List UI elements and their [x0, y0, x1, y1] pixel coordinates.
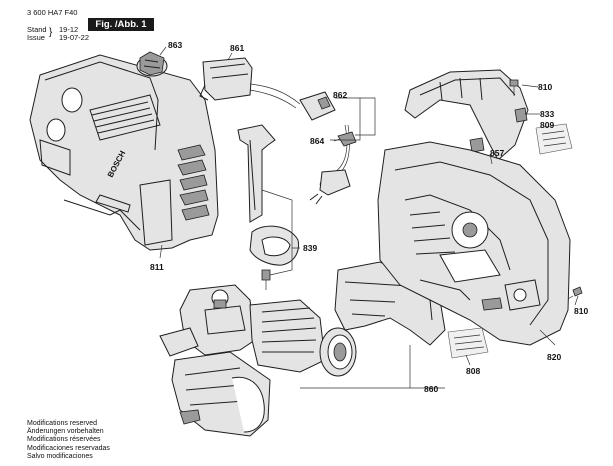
housing-rear-820 [377, 141, 571, 346]
part-number: 3 600 HA7 F40 [27, 8, 78, 17]
footer-line-fr: Modifications réservées [27, 436, 101, 444]
callout-861: 861 [230, 43, 245, 53]
callout-808: 808 [466, 366, 481, 376]
callout-839: 839 [303, 243, 318, 253]
callout-860: 860 [424, 384, 439, 394]
figure-label: Fig. /Abb. 1 [88, 18, 154, 31]
stand-value: 19-12 [59, 25, 79, 34]
callout-810-top: 810 [538, 82, 553, 92]
callout-863: 863 [168, 40, 183, 50]
clip-864 [337, 131, 357, 147]
footer-line-es2: Salvo modificaciones [27, 452, 93, 460]
pump-assembly-860 [159, 284, 357, 437]
callout-820: 820 [547, 352, 562, 362]
header-brace: } [49, 27, 53, 38]
label-809 [535, 123, 573, 155]
callout-864: 864 [310, 136, 325, 146]
label-808 [447, 327, 489, 359]
issue-value: 19-07-22 [59, 33, 90, 42]
callout-811: 811 [150, 262, 164, 272]
issue-label: Issue [27, 33, 45, 42]
callout-833: 833 [540, 109, 555, 119]
callout-857: 857 [490, 148, 505, 158]
callout-809: 809 [540, 120, 555, 130]
bracket-839 [237, 124, 299, 290]
housing-front-811: BOSCH [29, 54, 219, 251]
screw-810-top [509, 79, 519, 96]
callout-862: 862 [333, 90, 348, 100]
footer-line-es: Modificaciones reservadas [27, 444, 110, 452]
switch-861 [199, 57, 301, 109]
leader-lines [159, 46, 579, 389]
footer-line-de: Änderungen vorbehalten [27, 428, 104, 436]
stand-label: Stand [27, 25, 47, 34]
power-cable-862 [299, 91, 351, 205]
footer-line-en: Modifications reserved [27, 420, 98, 427]
footer-notice: Modifications reserved Änderungen vorbeh… [27, 420, 110, 461]
knob-863 [136, 51, 168, 77]
top-cover-833 [404, 69, 529, 161]
callout-810-right: 810 [574, 306, 589, 316]
